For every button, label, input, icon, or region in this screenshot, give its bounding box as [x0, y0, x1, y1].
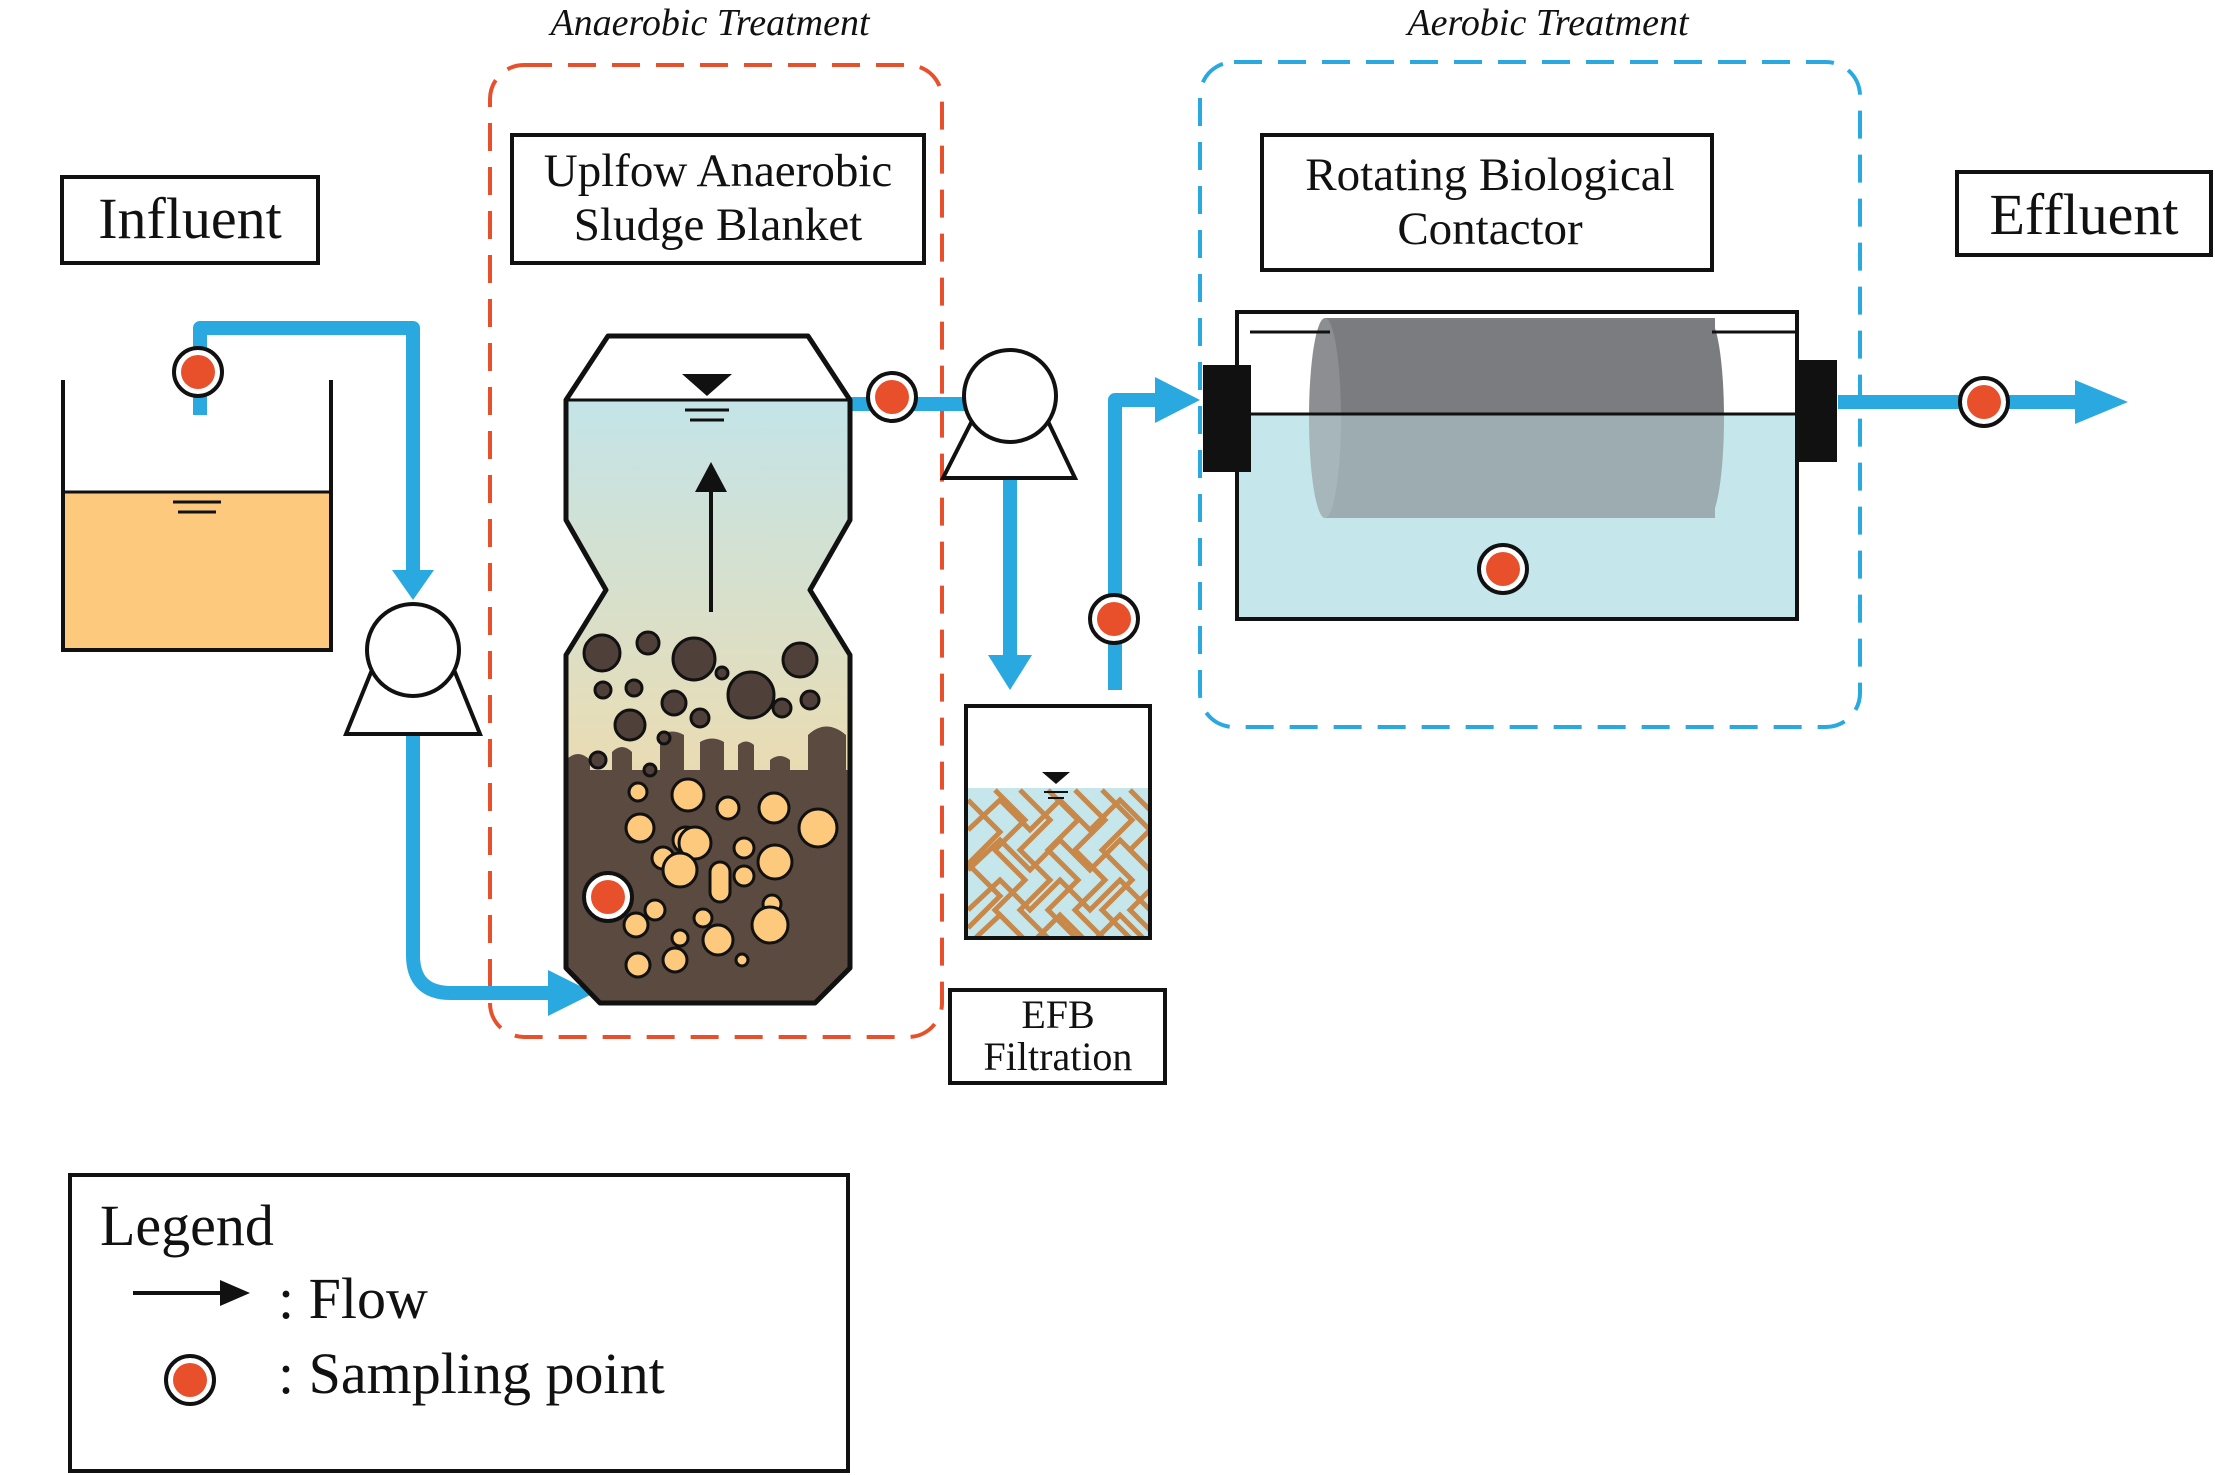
svg-text:Effluent: Effluent [1990, 182, 2179, 247]
sampling-point-icon [164, 1354, 216, 1406]
pump-icon [343, 602, 483, 736]
uasb-reactor [563, 333, 853, 1006]
sampling-point-icon [1477, 543, 1529, 595]
legend: Legend : Flow : Sampling point [68, 1173, 850, 1473]
uasb-label: Uplfow Anaerobic Sludge Blanket [510, 133, 926, 265]
sampling-point-icon [866, 371, 918, 423]
sampling-point-icon [582, 871, 634, 923]
sampling-point-icon [1088, 593, 1140, 645]
pump-icon [939, 348, 1079, 480]
anaerobic-section-box [488, 63, 944, 1039]
influent-label: Influent [60, 175, 320, 265]
svg-text:Influent: Influent [98, 186, 282, 251]
aerobic-section-box [1198, 60, 1862, 729]
svg-text:Sludge Blanket: Sludge Blanket [574, 199, 863, 251]
legend-sampling-label: : Sampling point [278, 1341, 665, 1406]
efb-label: EFB Filtration [948, 988, 1167, 1085]
flow-arrow-icon [133, 1280, 250, 1306]
sampling-point-icon [172, 346, 224, 398]
effluent-label: Effluent [1955, 170, 2213, 257]
svg-text:Filtration: Filtration [984, 1034, 1133, 1079]
svg-text:Contactor: Contactor [1397, 203, 1583, 255]
efb-filter-tank [964, 704, 1152, 940]
svg-text:Rotating Biological: Rotating Biological [1305, 149, 1674, 201]
rbc-unit [1203, 310, 1837, 621]
sampling-point-icon [1958, 376, 2010, 428]
svg-text:Uplfow Anaerobic: Uplfow Anaerobic [544, 145, 892, 197]
anaerobic-section-title: Anaerobic Treatment [547, 2, 871, 44]
rbc-label: Rotating Biological Contactor [1260, 133, 1714, 272]
legend-title: Legend [100, 1193, 274, 1258]
aerobic-section-title: Aerobic Treatment [1404, 2, 1690, 44]
influent-tank [61, 380, 333, 652]
legend-flow-label: : Flow [278, 1266, 428, 1331]
svg-text:EFB: EFB [1021, 992, 1094, 1037]
